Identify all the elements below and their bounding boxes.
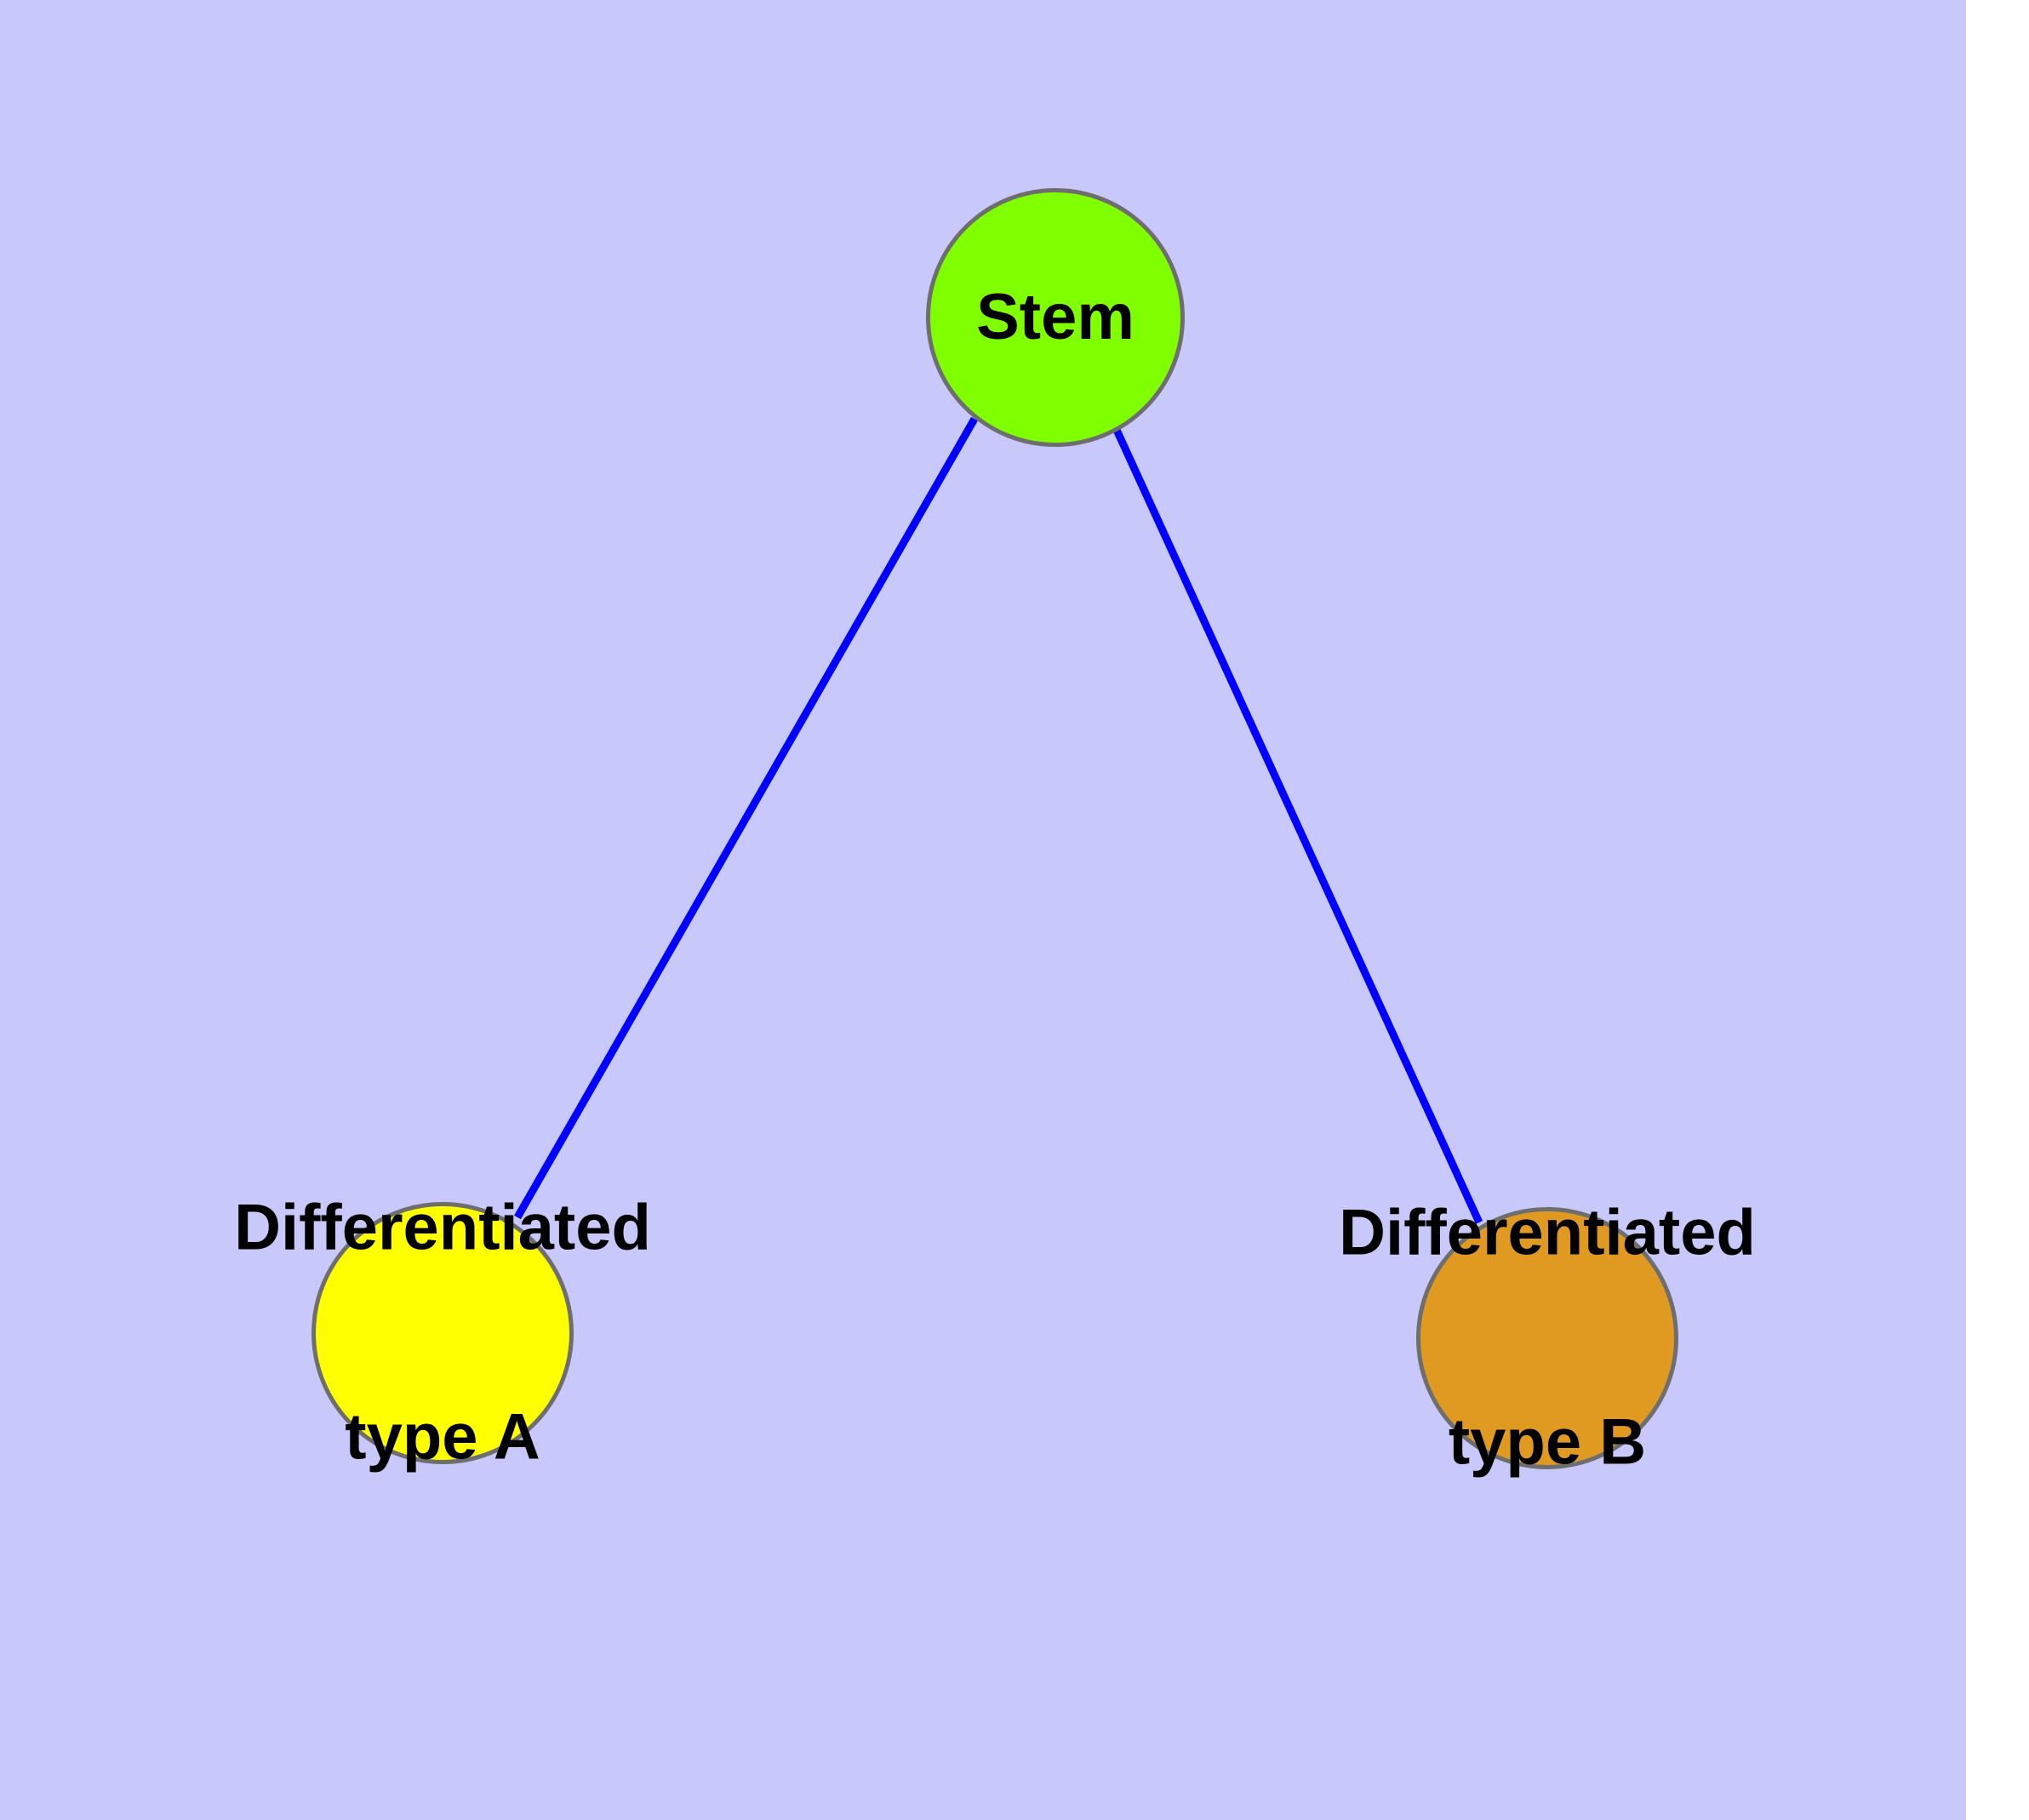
edge-stem-to-differentiated-type-a[interactable] [514,416,978,1220]
edge-layer [514,416,1483,1224]
edge-stem-to-differentiated-type-b[interactable] [1112,428,1483,1224]
node-stem[interactable] [926,188,1185,447]
node-differentiated-type-b[interactable] [1416,1207,1678,1469]
diagram-canvas: Stem Differentiated type A Differentiate… [0,0,1966,1820]
node-layer [311,188,1678,1469]
node-differentiated-type-a[interactable] [311,1202,574,1464]
graph-svg [311,188,1678,1469]
